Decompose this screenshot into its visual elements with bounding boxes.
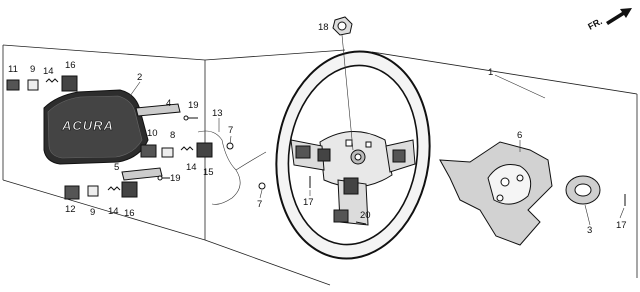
callout-17-left: 17 — [303, 197, 314, 208]
callout-16-lower: 16 — [124, 208, 135, 219]
leader-lines — [129, 74, 625, 226]
horn-harness — [197, 130, 267, 205]
brand-emblem: ACURA — [61, 118, 114, 133]
callout-10: 10 — [147, 128, 158, 139]
callout-20: 20 — [360, 210, 371, 221]
steering-wheel — [275, 50, 431, 260]
callout-7-lower: 7 — [257, 199, 262, 210]
callout-7-upper: 7 — [228, 125, 233, 136]
callout-14-upper: 14 — [43, 66, 54, 77]
callout-17-right: 17 — [616, 220, 627, 231]
front-direction-indicator: FR. — [586, 8, 632, 32]
callout-14-middle: 14 — [186, 162, 197, 173]
small-parts — [6, 75, 626, 225]
wheel-back-plate — [439, 141, 553, 246]
callout-12: 12 — [65, 204, 76, 215]
callout-labels: 1 2 3 4 5 6 7 7 8 9 9 10 11 12 13 14 14 … — [8, 22, 627, 236]
fr-label: FR. — [586, 16, 603, 32]
horn-pad-cover: ACURA — [43, 89, 149, 165]
callout-13: 13 — [212, 108, 223, 119]
callout-1: 1 — [488, 67, 493, 78]
callout-2: 2 — [137, 72, 142, 83]
callout-14-lower: 14 — [108, 206, 119, 217]
callout-3: 3 — [587, 225, 592, 236]
callout-9-lower: 9 — [90, 207, 95, 218]
cancel-ring — [565, 175, 601, 205]
callout-9-upper: 9 — [30, 64, 35, 75]
callout-5: 5 — [114, 162, 119, 173]
callout-6: 6 — [517, 130, 522, 141]
callout-19-lower: 19 — [170, 173, 181, 184]
front-arrow-icon — [606, 8, 632, 25]
callout-15: 15 — [203, 167, 214, 178]
callout-11: 11 — [8, 64, 18, 75]
callout-4: 4 — [166, 98, 171, 109]
callout-8: 8 — [170, 130, 175, 141]
callout-18: 18 — [318, 22, 329, 33]
callout-19-upper: 19 — [188, 100, 199, 111]
callout-16-upper: 16 — [65, 60, 76, 71]
steering-nut — [332, 16, 353, 36]
